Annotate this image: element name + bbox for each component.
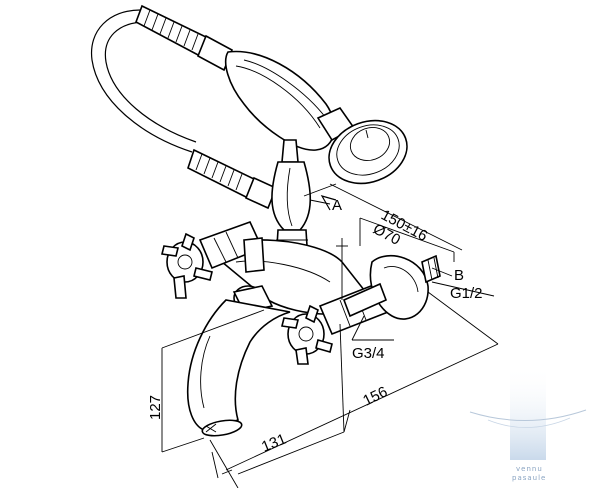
label-thread-wall: G1/2 (450, 285, 483, 302)
label-point-b: B (454, 267, 464, 284)
watermark-line1: vennu (516, 465, 543, 473)
wall-escutcheon (342, 254, 441, 320)
bath-spout (186, 299, 291, 437)
watermark-line2: pasaule (512, 474, 546, 482)
left-cross-handle (161, 220, 264, 299)
dimension-lines (161, 183, 499, 488)
label-point-a: A (332, 197, 342, 214)
dimension-spout-reach: 131 (259, 431, 289, 456)
hose-ribbed-sleeve-lower (187, 148, 278, 210)
dimension-total-length: 156 (360, 383, 390, 409)
label-thread-body: G3/4 (352, 345, 385, 362)
hose-ribbed-sleeve-upper (135, 4, 234, 72)
watermark-logo: vennu pasaule (469, 365, 587, 482)
dimension-spout-height: 127 (147, 395, 164, 420)
hand-shower (224, 50, 408, 185)
shower-hose (90, 9, 197, 153)
